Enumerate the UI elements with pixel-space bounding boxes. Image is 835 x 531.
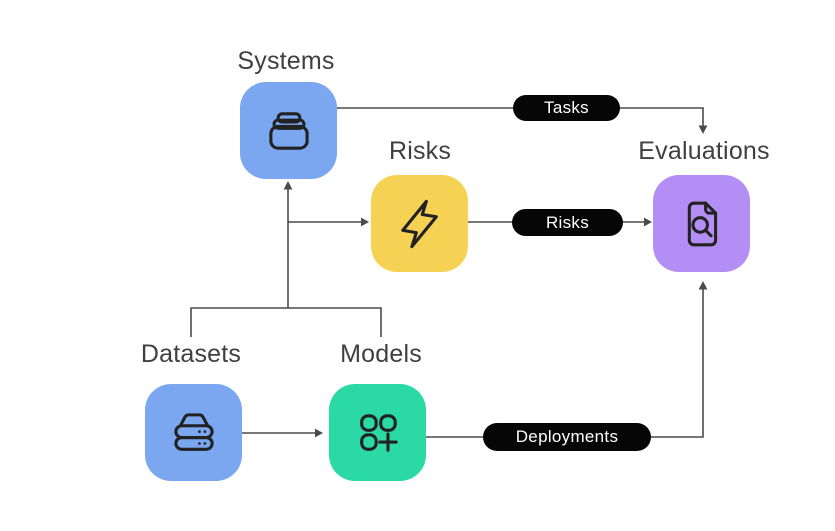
edge-datasets-models-arrowhead [315, 428, 323, 438]
models-node [329, 384, 426, 481]
systems-label: Systems [237, 47, 335, 75]
datasets-node [145, 384, 242, 481]
edge-datasets-models-fork-line [190, 307, 382, 337]
grid-add-icon [359, 413, 398, 452]
database-stack-icon [173, 412, 214, 451]
models-label: Models [340, 340, 422, 368]
systems-node [240, 82, 337, 179]
edge-risks-evaluations-arrowhead [644, 217, 652, 227]
edge-models-evaluations-line [426, 289, 704, 438]
risks-label: Risks [388, 137, 452, 165]
edge-models-evaluations-arrowhead [698, 281, 708, 290]
archive-box-icon [268, 111, 309, 150]
datasets-label: Datasets [140, 340, 242, 368]
risks-node [371, 175, 468, 272]
evaluations-label: Evaluations [638, 137, 770, 165]
risks-pill: Risks [512, 209, 623, 236]
deployments-pill: Deployments [483, 423, 651, 451]
edge-junction-systems-arrowhead [283, 181, 293, 190]
tasks-pill: Tasks [513, 95, 620, 121]
edge-systems-evaluations-line [337, 107, 704, 126]
edge-junction-risks-arrowhead [361, 217, 369, 227]
lightning-bolt-icon [400, 199, 438, 248]
evaluations-node [653, 175, 750, 272]
edge-systems-evaluations-arrowhead [698, 125, 708, 134]
document-search-icon [687, 201, 717, 246]
